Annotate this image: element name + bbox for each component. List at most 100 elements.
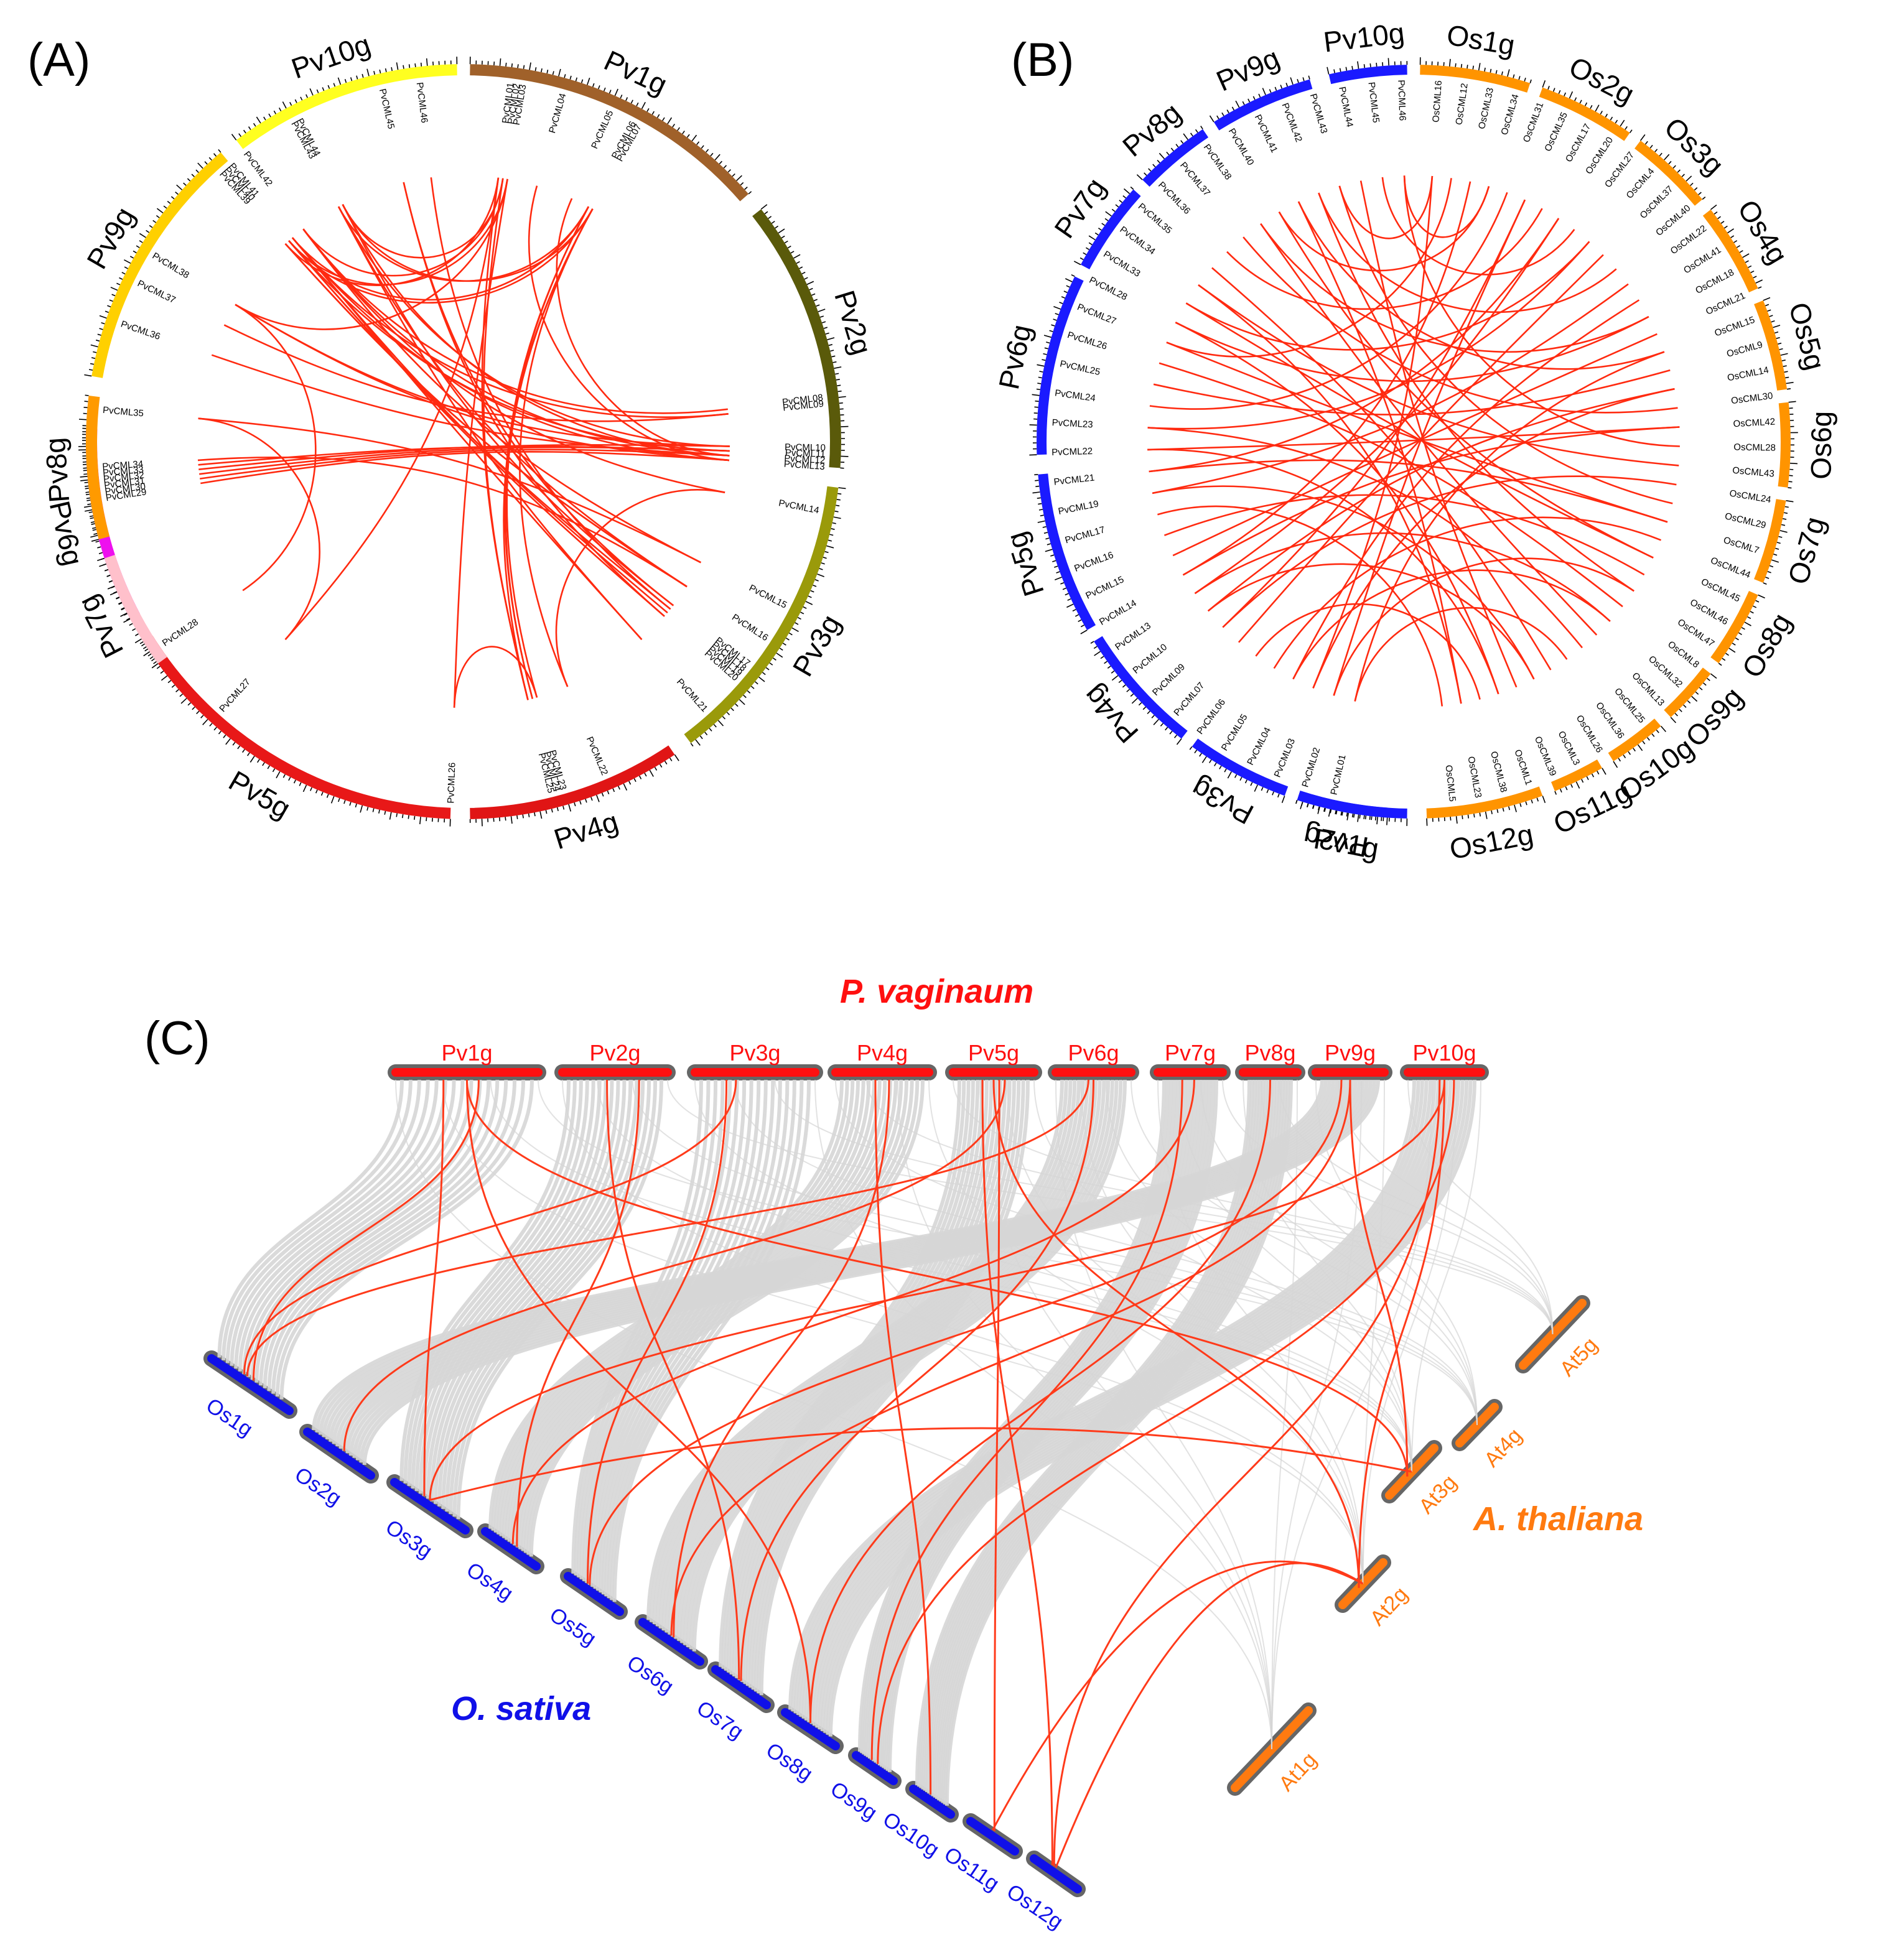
gene-label-b-pvcml42: PvCML42 [1280,101,1304,144]
link-b-0 [1403,175,1490,238]
bg-link [813,1079,1453,1726]
bg-link [650,1079,1068,1622]
chromosome-os11g-band [1550,759,1603,791]
chromosome-label-os4g: Os4g [462,1558,518,1605]
bg-link [1407,1079,1554,1335]
gene-label-pvcml27: PvCML27 [217,677,253,714]
link-b-51 [1312,388,1675,689]
bg-link [694,1079,1412,1472]
bg-link [234,1079,439,1369]
bg-link [515,1079,898,1548]
gene-label-b-pvcml46: PvCML46 [1396,80,1407,121]
bg-link [875,1079,1198,1764]
cml-link-12 [740,1079,1094,1681]
bg-link [793,1079,1424,1714]
link-b-53 [1198,284,1462,704]
link-a-50 [503,208,594,700]
chromosome-pv1g-ticks [469,57,752,195]
chromosome-label-pv6g: Pv6g [992,322,1038,392]
chromosome-pv2g-ticks [1295,800,1388,825]
os-at-link-1 [992,1560,1364,1831]
chromosome-label-os5g: Os5g [545,1603,600,1651]
gene-label-pvcml04: PvCML04 [547,92,568,134]
gene-label-pvcml33: PvCML33 [102,464,144,478]
cml-link-18 [589,1079,1343,1585]
chromosome-label-os10g: Os10g [879,1808,943,1862]
cml-links [243,1079,1455,1869]
bg-link [878,1079,1201,1766]
gene-label-pvcml05: PvCML05 [589,109,615,151]
link-b-35 [1238,254,1604,643]
gene-label-b-oscml44: OsCML44 [1709,555,1752,580]
gene-label-b-pvcml24: PvCML24 [1054,388,1096,404]
link-b-36 [1403,175,1680,447]
chromosome-pv8g-band [86,396,110,540]
link-b-18 [1147,427,1583,649]
gene-label-b-pvcml02: PvCML02 [1300,746,1322,789]
link-a-9 [302,228,728,414]
link-b-46 [1333,199,1526,696]
bg-link [931,1079,1274,1796]
link-b-30 [1255,603,1481,700]
gene-label-b-oscml15: OsCML15 [1713,315,1756,339]
link-a-44 [430,177,671,610]
chromosome-pv7g-ticks [97,557,159,669]
bg-link [1271,1079,1298,1750]
gene-label-b-oscml36: OsCML36 [1593,700,1626,741]
bg-link [518,1079,903,1549]
gene-label-pvcml46: PvCML46 [414,81,430,123]
gene-label-b-oscml32: OsCML32 [1646,654,1684,690]
bg-link [271,1079,517,1394]
chromosome-label-at3g: At3g [1414,1470,1461,1518]
chromosome-os4g-bar [481,1527,541,1571]
chromosome-os2g-band [1539,87,1630,141]
link-a-53 [235,304,730,447]
gene-label-b-oscml26: OsCML26 [1574,713,1605,755]
chromosome-pv10g-ticks [231,57,458,141]
gene-label-pvcml45: PvCML45 [377,88,396,130]
chromosome-label-pv4g: Pv4g [550,805,622,855]
gene-label-b-pvcml09: PvCML09 [1150,662,1187,698]
chromosome-os5g-band [1754,300,1788,391]
gene-label-b-oscml42: OsCML42 [1733,417,1775,430]
chromosome-pv9g-ticks [1209,75,1310,123]
chromosome-os8g-ticks [1718,594,1765,666]
cml-link-0 [423,1079,445,1497]
bg-link [734,1079,1478,1426]
cml-link-7 [874,1079,932,1795]
link-b-12 [1185,241,1590,351]
gene-label-pvcml38: PvCML38 [151,251,191,281]
gene-label-pvcml26: PvCML26 [445,762,457,803]
bg-link [279,1079,534,1400]
chromosome-label-os8g: Os8g [762,1738,817,1786]
chromosome-pv9g-band [91,152,228,378]
link-a-13 [342,204,730,457]
chromosome-os1g-band [1420,65,1531,93]
cml-at-link-3 [1358,1079,1445,1588]
link-b-27 [1226,208,1543,310]
bg-link [809,1079,1448,1724]
chromosome-os1g-bar [207,1354,294,1415]
gene-label-b-oscml30: OsCML30 [1730,391,1773,406]
chromosome-pv4g-ticks [1090,641,1182,745]
link-b-24 [1172,333,1658,557]
species-label-pv: P. vaginaum [840,973,1033,1010]
gene-label-b-pvcml13: PvCML13 [1113,620,1153,653]
chromosome-label-os3g: Os3g [381,1515,437,1563]
panel-label-c: (C) [144,1012,210,1065]
cml-link-9 [981,1079,1053,1865]
bg-link [754,1079,1021,1692]
bg-link [683,1079,1114,1645]
chromosome-label-pv5g: Pv5g [1000,528,1050,600]
gene-label-b-oscml9: OsCML9 [1725,340,1764,360]
link-b-57 [1338,175,1434,239]
gene-label-b-pvcml17: PvCML17 [1064,524,1106,546]
chromosome-os12g-ticks [1426,796,1546,826]
chromosome-pv5g-ticks [139,641,451,827]
bg-link [411,1079,589,1489]
chromosome-os7g-bar [711,1665,771,1709]
bg-link [866,1079,1554,1335]
bg-link [939,1079,1285,1802]
gene-label-b-pvcml10: PvCML10 [1131,642,1169,676]
chromosome-label-pv10g: Pv10g [1412,1040,1476,1066]
